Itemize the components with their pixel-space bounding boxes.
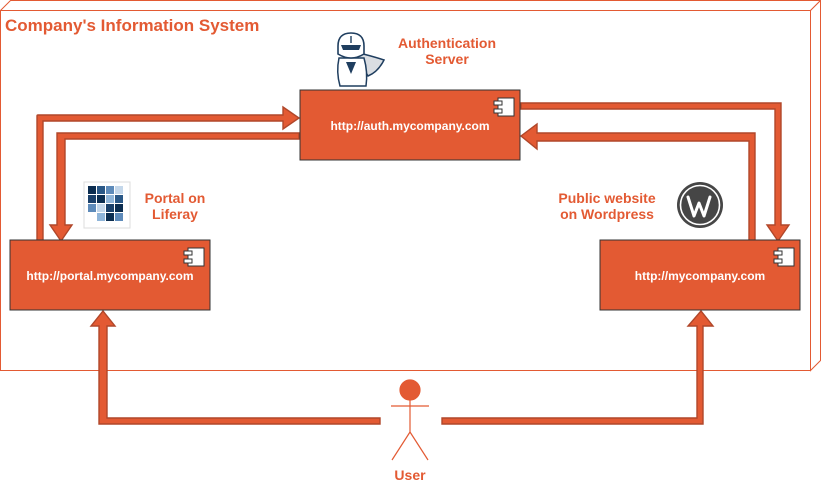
arrow-auth-to-website	[520, 102, 791, 243]
liferay-logo-icon	[83, 181, 131, 229]
portal-component[interactable]: http://portal.mycompany.com	[9, 239, 211, 311]
website-url[interactable]: http://mycompany.com	[635, 269, 765, 283]
arrow-auth-to-portal	[48, 132, 300, 243]
portal-label-line2: Liferay	[152, 206, 198, 222]
website-component[interactable]: http://mycompany.com	[599, 239, 801, 311]
wordpress-logo-icon	[677, 182, 723, 228]
arrow-user-to-website	[441, 309, 715, 425]
portal-url[interactable]: http://portal.mycompany.com	[26, 269, 193, 283]
auth-server-label-line1: Authentication	[398, 35, 496, 51]
arrow-portal-to-auth	[36, 105, 301, 242]
arrow-website-to-auth	[519, 122, 756, 242]
connectors	[36, 102, 791, 425]
stick-figure-icon	[391, 379, 429, 461]
auth-server-url[interactable]: http://auth.mycompany.com	[330, 119, 489, 133]
uml-component-icon	[493, 97, 515, 117]
auth-server-label-line2: Server	[425, 51, 469, 67]
uml-component-icon	[183, 247, 205, 267]
uml-component-icon	[773, 247, 795, 267]
portal-label-line1: Portal on	[145, 190, 206, 206]
auth-server-component[interactable]: http://auth.mycompany.com	[299, 89, 521, 161]
arrow-user-to-portal	[89, 309, 381, 425]
website-label-line2: on Wordpress	[560, 206, 654, 222]
system-title: Company's Information System	[5, 16, 259, 35]
website-label-line1: Public website	[558, 190, 655, 206]
user-label: User	[394, 467, 426, 483]
keycloak-knight-icon	[336, 32, 386, 87]
